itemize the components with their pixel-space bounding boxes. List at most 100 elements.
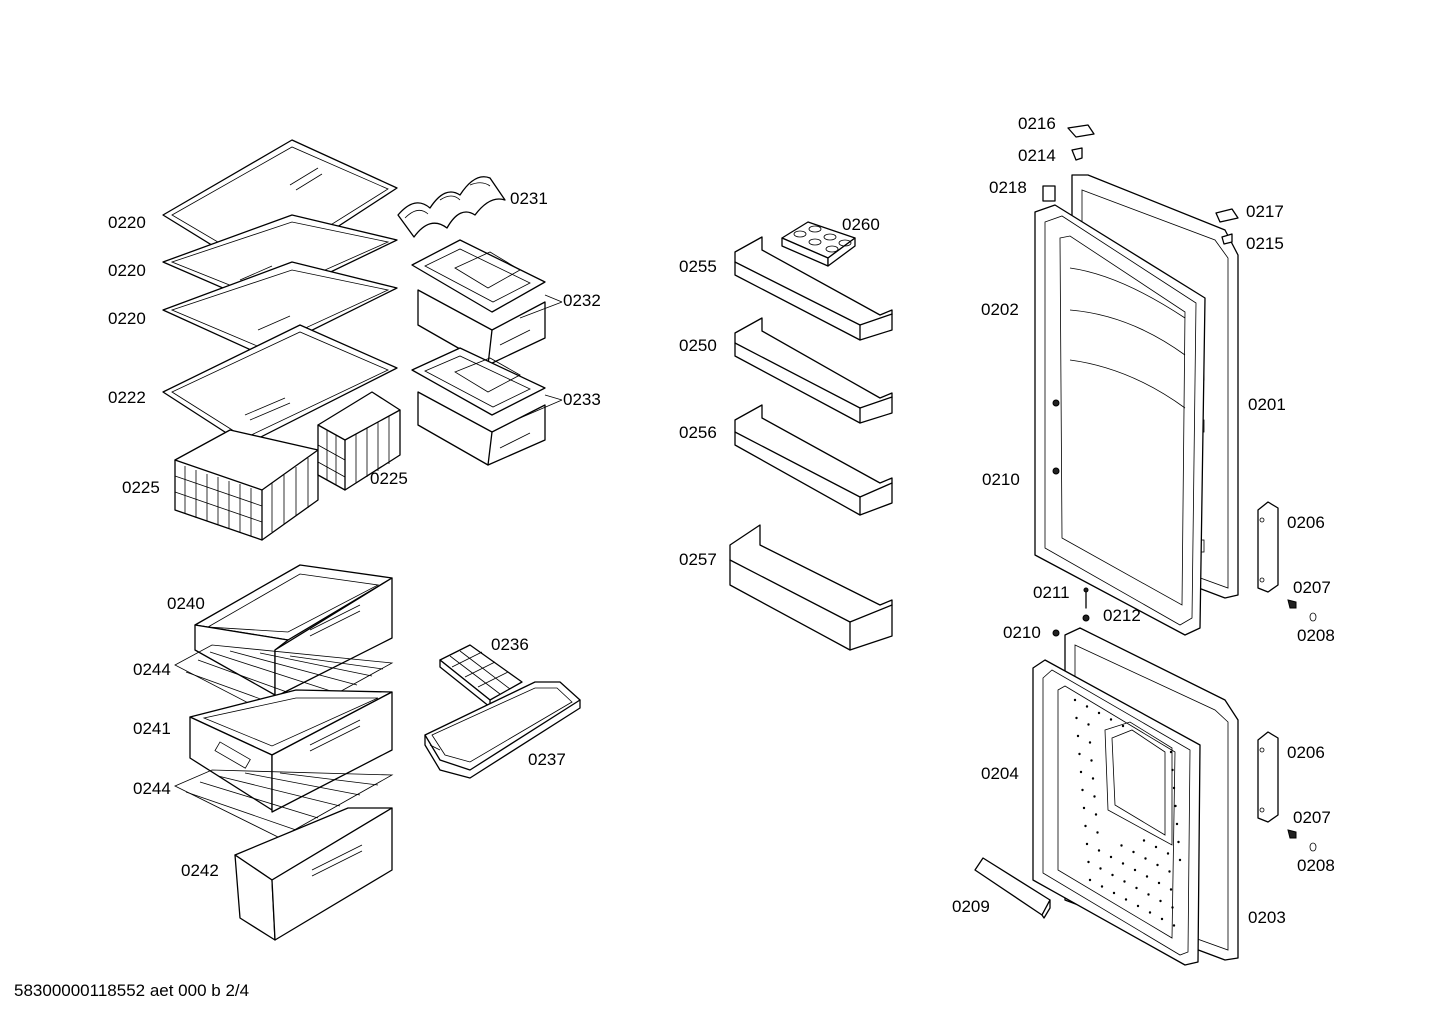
drawer-0242 bbox=[234, 807, 393, 941]
part-0214 bbox=[1071, 147, 1083, 161]
door-balcony-0250 bbox=[734, 317, 893, 424]
wire-basket-0225-right bbox=[317, 391, 401, 491]
door-dot bbox=[1159, 899, 1162, 903]
door-dot bbox=[1172, 924, 1176, 927]
label-0233: 0233 bbox=[563, 390, 601, 409]
wire-shelf-0244-upper bbox=[174, 644, 394, 723]
hinge-0206-upper bbox=[1257, 501, 1279, 593]
label-0210-upper: 0210 bbox=[982, 470, 1020, 489]
door-dot bbox=[1075, 716, 1078, 720]
door-dot bbox=[1099, 867, 1102, 870]
label-0220-middle: 0220 bbox=[108, 261, 146, 280]
door-gasket-0202 bbox=[1034, 204, 1206, 636]
leader-0233 bbox=[544, 394, 563, 401]
storage-box-0232 bbox=[411, 239, 546, 366]
door-dot bbox=[1096, 831, 1099, 834]
label-0218: 0218 bbox=[989, 178, 1027, 197]
door-dot bbox=[1078, 752, 1081, 756]
label-0212: 0212 bbox=[1103, 606, 1141, 625]
door-dot bbox=[1100, 885, 1104, 888]
wire-basket-0225-left bbox=[174, 429, 319, 541]
door-dot bbox=[1174, 804, 1177, 808]
part-0217 bbox=[1215, 208, 1239, 223]
label-0203: 0203 bbox=[1248, 908, 1286, 927]
door-dot bbox=[1093, 795, 1096, 798]
label-0250: 0250 bbox=[679, 336, 717, 355]
label-0225-left: 0225 bbox=[122, 478, 160, 497]
glass-shelf-0220-lower bbox=[162, 261, 398, 356]
label-0206-lower: 0206 bbox=[1287, 743, 1325, 762]
door-dot bbox=[1175, 822, 1179, 826]
label-0260: 0260 bbox=[842, 215, 880, 234]
door-dot bbox=[1132, 850, 1135, 854]
door-balcony-0256 bbox=[734, 404, 893, 516]
door-dot bbox=[1082, 806, 1086, 810]
label-0240: 0240 bbox=[167, 594, 205, 613]
leader-0232 bbox=[544, 294, 563, 303]
washer-0208-upper bbox=[1309, 612, 1317, 622]
door-dot bbox=[1081, 788, 1084, 792]
label-0241: 0241 bbox=[133, 719, 171, 738]
cover-strip-0209 bbox=[974, 857, 1051, 919]
label-0204: 0204 bbox=[981, 764, 1019, 783]
door-dot bbox=[1121, 862, 1125, 865]
door-dot bbox=[1111, 873, 1114, 877]
label-0210-lower: 0210 bbox=[1003, 623, 1041, 642]
door-dot bbox=[1166, 852, 1170, 855]
label-0211: 0211 bbox=[1033, 583, 1070, 602]
door-dot bbox=[1168, 870, 1171, 873]
door-dot bbox=[1124, 898, 1128, 901]
label-0222: 0222 bbox=[108, 388, 146, 407]
door-gasket-0204 bbox=[1032, 659, 1201, 966]
part-0215 bbox=[1221, 233, 1233, 245]
label-0225-right: 0225 bbox=[370, 469, 408, 488]
drawing-reference-number: 58300000118552 aet 000 b 2/4 bbox=[14, 981, 250, 1000]
label-0207-upper: 0207 bbox=[1293, 578, 1331, 597]
glass-shelf-0222 bbox=[162, 324, 398, 446]
label-0202: 0202 bbox=[981, 300, 1019, 319]
door-dot bbox=[1097, 711, 1101, 715]
label-0206-upper: 0206 bbox=[1287, 513, 1325, 532]
label-0232: 0232 bbox=[563, 291, 601, 310]
door-dot bbox=[1177, 840, 1180, 844]
door-dot bbox=[1087, 860, 1090, 864]
door-dot bbox=[1133, 868, 1137, 872]
wire-shelf-0244-lower bbox=[174, 769, 394, 839]
door-dot bbox=[1171, 768, 1174, 772]
label-0217: 0217 bbox=[1246, 202, 1284, 221]
small-parts-top bbox=[1042, 124, 1239, 245]
door-dot bbox=[1147, 893, 1150, 896]
label-0236: 0236 bbox=[491, 635, 529, 654]
screw-0207-lower bbox=[1287, 829, 1297, 839]
door-dot bbox=[1085, 705, 1089, 708]
door-dot bbox=[1109, 855, 1113, 859]
label-0231: 0231 bbox=[510, 189, 548, 208]
door-balcony-0257 bbox=[729, 524, 893, 651]
label-0256: 0256 bbox=[679, 423, 717, 442]
door-dot bbox=[1097, 849, 1101, 852]
door-dot bbox=[1085, 842, 1089, 846]
label-0207-lower: 0207 bbox=[1293, 808, 1331, 827]
door-dot bbox=[1123, 880, 1126, 883]
door-dot bbox=[1172, 786, 1176, 790]
label-0220-lower: 0220 bbox=[108, 309, 146, 328]
door-stop-0210-lower bbox=[1052, 629, 1060, 637]
door-dot bbox=[1145, 875, 1149, 878]
door-dot bbox=[1088, 741, 1092, 744]
door-dot bbox=[1090, 759, 1093, 762]
door-dots bbox=[1073, 698, 1182, 927]
label-0209: 0209 bbox=[952, 897, 990, 916]
drawer-0240 bbox=[194, 564, 393, 698]
door-dot bbox=[1148, 911, 1152, 914]
ice-cube-box-0237 bbox=[424, 681, 581, 779]
label-0242: 0242 bbox=[181, 861, 219, 880]
storage-box-0233 bbox=[411, 347, 546, 466]
door-dot bbox=[1079, 770, 1083, 774]
door-dot bbox=[1121, 724, 1125, 728]
label-0208-upper: 0208 bbox=[1297, 626, 1335, 645]
label-0215: 0215 bbox=[1246, 234, 1284, 253]
door-stop-0210-upper bbox=[1052, 399, 1060, 475]
door-dot bbox=[1160, 917, 1164, 921]
drawer-0241 bbox=[189, 689, 393, 813]
